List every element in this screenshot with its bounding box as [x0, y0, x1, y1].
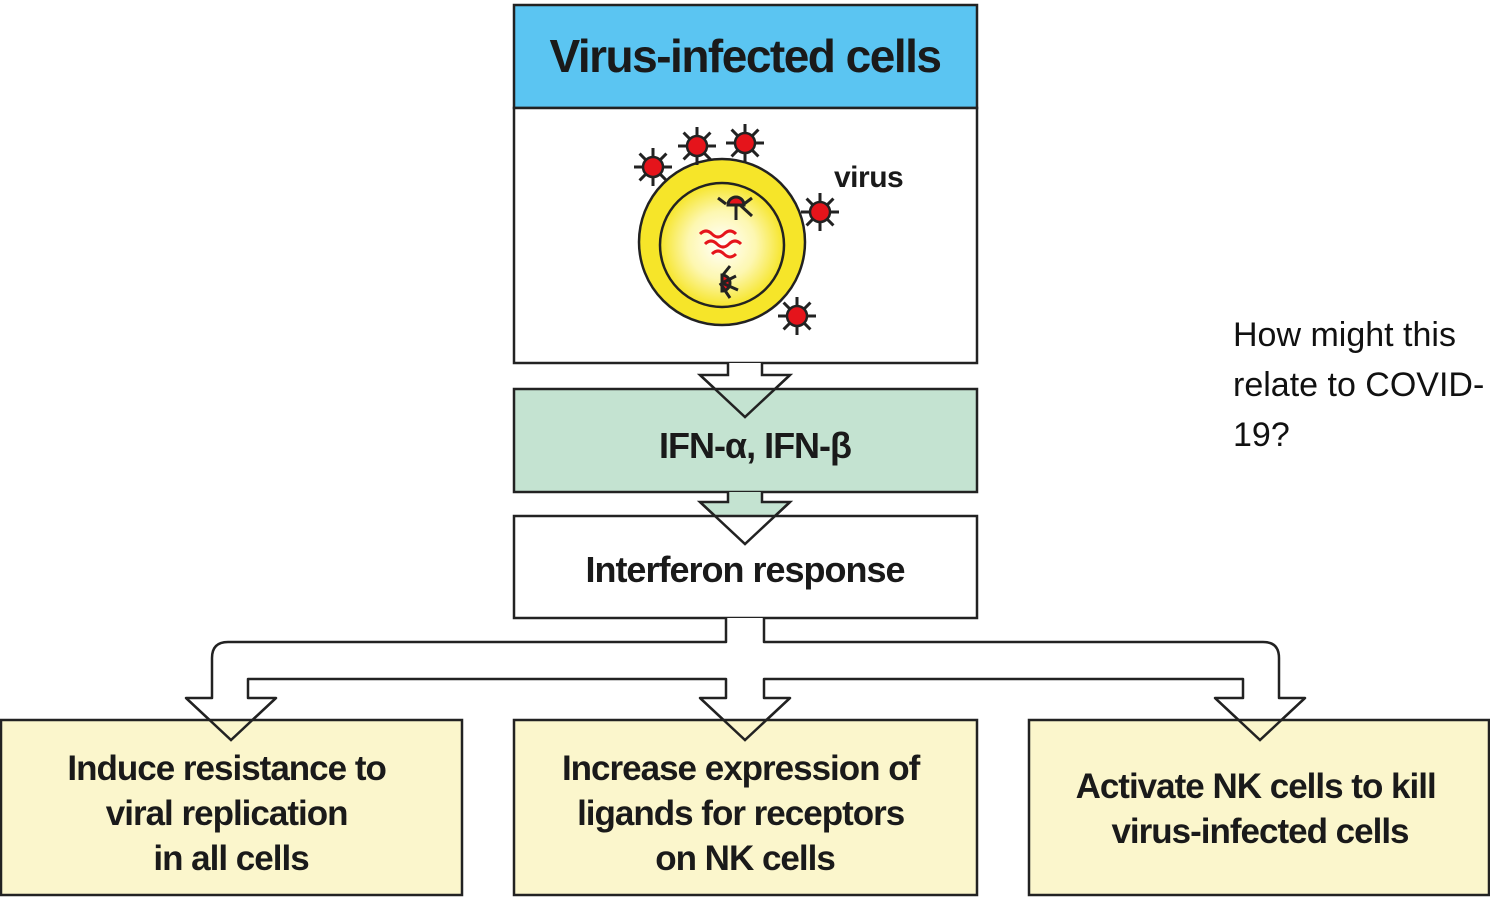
side-question-text: How might this relate to COVID- 19?	[1233, 316, 1485, 454]
title-label: Virus-infected cells	[550, 30, 941, 82]
arrowhead-3	[1214, 697, 1306, 742]
outcome-1-line-1: Induce resistance to	[67, 749, 386, 788]
outcome-1-text: Induce resistance to viral replication i…	[67, 749, 394, 878]
arrow-from-ifn-top	[699, 374, 791, 419]
outcome-1-line-2: viral replication	[106, 794, 348, 833]
outcome-box-1	[0, 718, 464, 897]
virus-particle-icon	[634, 148, 672, 186]
ifn-box	[512, 387, 979, 494]
infected-cell-illustration: virus	[634, 124, 904, 335]
interferon-response-label: Interferon response	[585, 549, 904, 590]
entering-virus-icon	[717, 195, 754, 220]
title-header	[512, 3, 979, 110]
arrowhead-2	[699, 697, 791, 742]
outcome-2-line-1: Increase expression of	[562, 749, 921, 788]
interferon-response-box	[512, 514, 979, 620]
outcome-3-text: Activate NK cells to kill virus-infected…	[1076, 767, 1445, 851]
virus-particles	[634, 124, 839, 335]
outcome-2-text: Increase expression of ligands for recep…	[562, 749, 928, 878]
outcome-3-line-2: virus-infected cells	[1111, 812, 1409, 851]
cell-nucleus	[658, 181, 786, 309]
viral-rna-icon	[698, 229, 743, 259]
outcome-2-line-3: on NK cells	[655, 839, 835, 878]
virus-particle-icon	[801, 193, 839, 231]
outcome-2-line-2: ligands for receptors	[577, 794, 905, 833]
outcome-1-line-3: in all cells	[153, 839, 309, 878]
entering-virus-icon	[718, 265, 739, 299]
virus-label: virus	[834, 161, 903, 194]
outcome-box-2	[512, 718, 979, 897]
virus-particle-icon	[678, 127, 716, 165]
virus-particle-icon	[778, 297, 816, 335]
outcome-boxes: Induce resistance to viral replication i…	[0, 697, 1490, 897]
outcome-box-3	[1027, 718, 1490, 897]
ifn-label: IFN-α, IFN-β	[659, 425, 851, 466]
outcome-3-line-1: Activate NK cells to kill	[1076, 767, 1436, 806]
arrow-into-response-top	[699, 501, 791, 546]
arrowhead-1	[185, 697, 277, 742]
virus-particle-icon	[726, 124, 764, 162]
